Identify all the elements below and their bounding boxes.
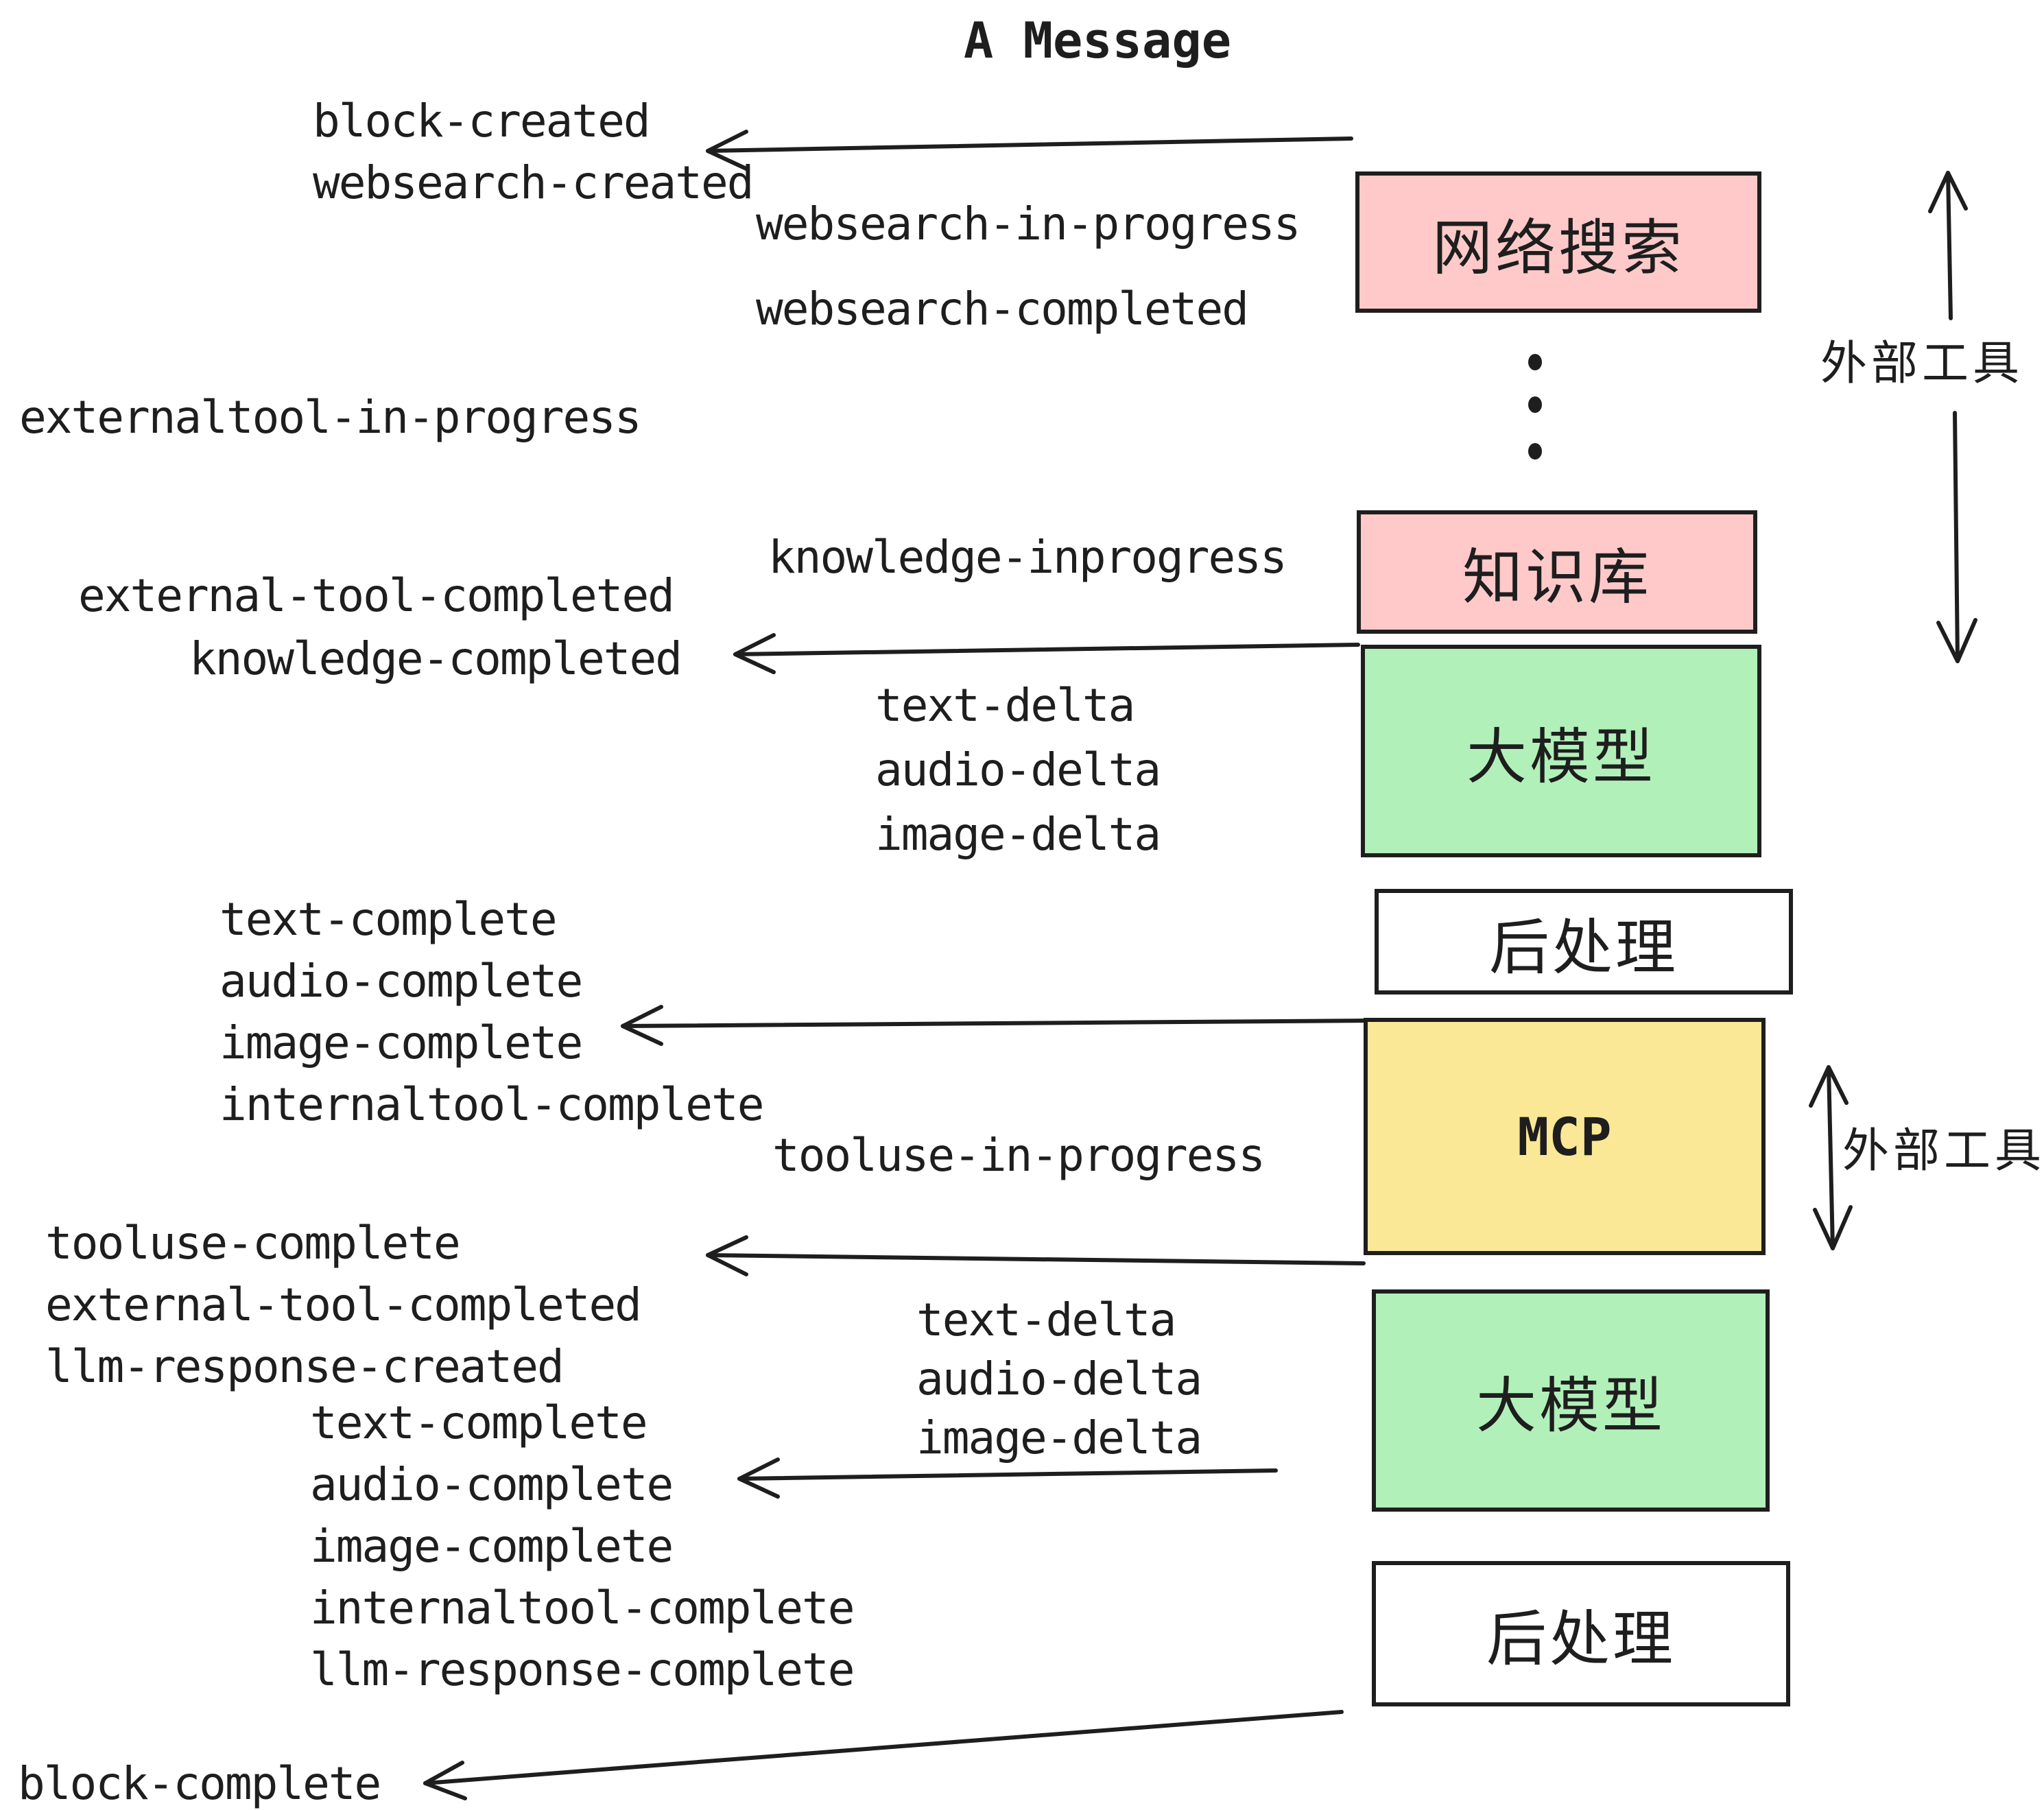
event-external-tool-completed-1: external-tool-completed: [78, 569, 675, 622]
event-llm-response-complete: llm-response-complete: [310, 1643, 855, 1696]
arrow-to-audio-complete: [737, 1457, 1278, 1499]
event-text-delta-1: text-delta: [875, 678, 1135, 732]
event-image-complete-2: image-complete: [310, 1519, 674, 1573]
event-externaltool-in-progress: externaltool-in-progress: [19, 390, 642, 444]
node-llm-1-label: 大模型: [1466, 722, 1656, 792]
event-tooluse-complete: tooluse-complete: [45, 1216, 461, 1270]
event-websearch-completed: websearch-completed: [756, 282, 1249, 335]
diagram-title: A Message: [963, 14, 1232, 70]
event-image-complete-1: image-complete: [219, 1016, 583, 1069]
event-tooluse-in-progress: tooluse-in-progress: [772, 1128, 1265, 1182]
node-postprocess-1-label: 后处理: [1489, 913, 1678, 983]
event-audio-complete-2: audio-complete: [310, 1457, 674, 1511]
event-internaltool-complete-1: internaltool-complete: [219, 1077, 764, 1131]
external-tools-annotation-mcp: 外部工具: [1842, 1124, 2044, 1179]
node-knowledge-label: 知识库: [1462, 543, 1652, 613]
dot-icon: [1528, 443, 1542, 460]
node-postprocess-1: 后处理: [1375, 889, 1793, 995]
node-mcp: MCP: [1364, 1018, 1766, 1255]
node-mcp-label: MCP: [1517, 1106, 1612, 1167]
event-audio-delta-2: audio-delta: [916, 1352, 1202, 1405]
event-audio-delta-1: audio-delta: [875, 743, 1161, 796]
node-websearch: 网络搜索: [1355, 171, 1761, 313]
dot-icon: [1528, 396, 1542, 413]
event-image-delta-1: image-delta: [875, 807, 1161, 861]
arrow-to-block-complete: [423, 1710, 1344, 1800]
node-postprocess-2: 后处理: [1372, 1561, 1790, 1706]
event-knowledge-completed: knowledge-completed: [189, 632, 682, 685]
node-llm-2-label: 大模型: [1476, 1372, 1665, 1442]
node-websearch-label: 网络搜索: [1432, 213, 1685, 283]
event-block-complete: block-complete: [18, 1757, 381, 1810]
external-tools-double-arrow-mcp: [1809, 1065, 1853, 1250]
arrow-to-knowledge-completed: [733, 633, 1360, 674]
dot-icon: [1528, 354, 1542, 370]
external-tools-double-arrow-top: [1928, 171, 1977, 663]
node-knowledge: 知识库: [1357, 510, 1757, 634]
arrow-to-image-complete: [621, 1005, 1374, 1046]
event-text-complete-1: text-complete: [219, 892, 558, 946]
event-audio-complete-1: audio-complete: [219, 954, 583, 1008]
node-postprocess-2-label: 后处理: [1486, 1605, 1676, 1675]
external-tools-annotation-top: 外部工具: [1820, 337, 2023, 392]
arrow-to-websearch-created: [706, 130, 1353, 171]
event-internaltool-complete-2: internaltool-complete: [310, 1581, 855, 1634]
event-llm-response-created: llm-response-created: [45, 1339, 565, 1393]
node-llm-2: 大模型: [1372, 1289, 1770, 1512]
node-llm-1: 大模型: [1361, 645, 1761, 857]
event-image-delta-2: image-delta: [916, 1411, 1202, 1464]
event-block-created: block-created: [313, 94, 651, 147]
event-knowledge-inprogress: knowledge-inprogress: [768, 530, 1287, 584]
event-websearch-created: websearch-created: [313, 156, 754, 209]
event-text-complete-2: text-complete: [310, 1396, 648, 1449]
arrow-to-tooluse-complete: [706, 1235, 1366, 1276]
event-external-tool-completed-2: external-tool-completed: [45, 1278, 642, 1331]
event-text-delta-2: text-delta: [916, 1293, 1176, 1346]
event-websearch-in-progress: websearch-in-progress: [756, 197, 1300, 250]
